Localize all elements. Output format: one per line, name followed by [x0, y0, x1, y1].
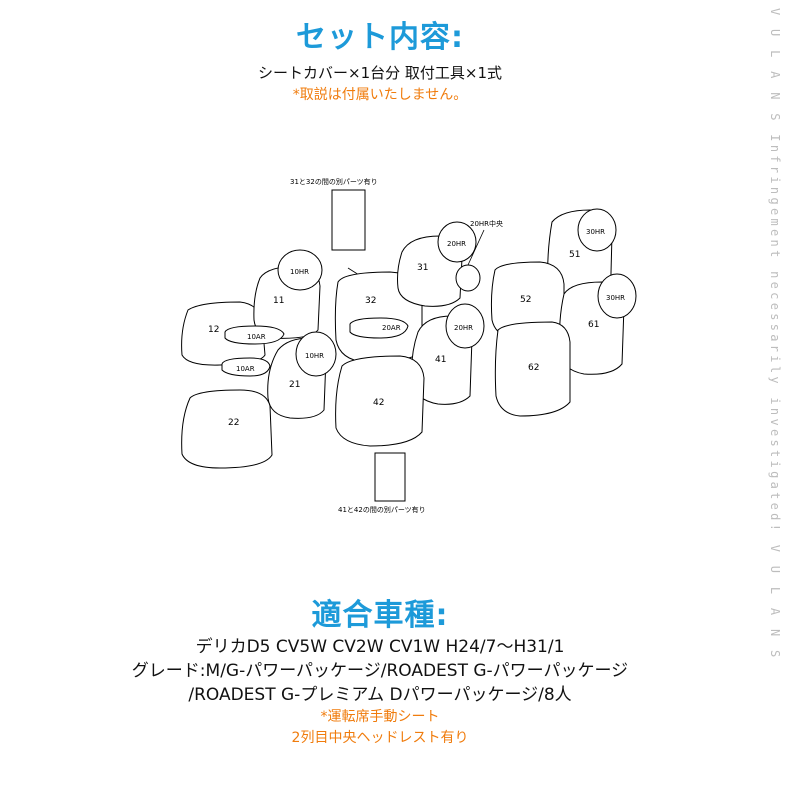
seat-31-label: 31: [417, 263, 428, 273]
headrest-20hr-b: [445, 303, 485, 349]
seat-62: [494, 321, 571, 417]
set-contents-items: シートカバー×1台分 取付工具×1式: [258, 64, 502, 82]
seat-diagram-svg: 31と32の間の別パーツ有り 41と42の間の別パーツ有り 12 11 10HR…: [181, 177, 637, 514]
set-contents-note: *取説は付属いたしません。: [292, 87, 468, 103]
armrest-10ar-b-label: 10AR: [236, 365, 255, 373]
headrest-10hr-b: [295, 331, 337, 377]
compatible-note-2: 2列目中央ヘッドレスト有り: [291, 730, 469, 746]
headrest-30hr-a-label: 30HR: [586, 228, 605, 236]
seat-52-label: 52: [520, 295, 531, 305]
headrest-20hr-center-label: 20HR中央: [470, 219, 503, 228]
seat-22-label: 22: [228, 418, 239, 428]
compatible-note-1: *運転席手動シート: [320, 709, 440, 725]
headrest-10hr-b-label: 10HR: [305, 352, 324, 360]
armrest-10ar-b: [221, 357, 271, 377]
headrest-30hr-a: [577, 208, 617, 252]
compatible-line-3: /ROADEST G-プレミアム Dパワーパッケージ/8人: [188, 685, 572, 705]
seat-51-label: 51: [569, 250, 580, 260]
seat-diagram: 31と32の間の別パーツ有り 41と42の間の別パーツ有り 12 11 10HR…: [160, 170, 660, 520]
headrest-10hr-a: [277, 249, 323, 291]
headrest-30hr-b-label: 30HR: [606, 294, 625, 302]
watermark-text: V U L A N S Infringement necessarily inv…: [768, 8, 782, 661]
seat-21-label: 21: [289, 380, 300, 390]
separate-part-41-42: [374, 452, 406, 502]
seat-42: [335, 355, 425, 447]
compatible-line-2: グレード:M/G-パワーパッケージ/ROADEST G-パワーパッケージ: [131, 661, 629, 681]
seat-62-label: 62: [528, 363, 539, 373]
seat-11-label: 11: [273, 296, 284, 306]
note-31-32: 31と32の間の別パーツ有り: [290, 177, 378, 186]
armrest-20ar: [349, 317, 409, 339]
headrest-10hr-a-label: 10HR: [290, 268, 309, 276]
seat-41-label: 41: [435, 355, 446, 365]
separate-part-31-32: [331, 189, 366, 251]
compatible-title: 適合車種:: [311, 598, 449, 633]
armrest-20ar-label: 20AR: [382, 324, 401, 332]
headrest-20hr-center: [455, 264, 481, 292]
seat-22: [181, 389, 273, 469]
note-41-42: 41と42の間の別パーツ有り: [338, 505, 426, 514]
seat-61-label: 61: [588, 320, 599, 330]
headrest-20hr-b-label: 20HR: [454, 324, 473, 332]
armrest-10ar-a-label: 10AR: [247, 333, 266, 341]
headrest-20hr-a-label: 20HR: [447, 240, 466, 248]
leader-line-20hr-center: [467, 229, 485, 266]
set-contents-title: セット内容:: [296, 20, 464, 55]
seat-42-label: 42: [373, 398, 384, 408]
armrest-10ar-a: [224, 325, 285, 345]
headrest-20hr-a: [437, 221, 477, 263]
compatible-line-1: デリカD5 CV5W CV2W CV1W H24/7〜H31/1: [195, 637, 565, 657]
watermark-band: V U L A N S Infringement necessarily inv…: [764, 0, 800, 800]
seat-12-label: 12: [208, 325, 219, 335]
seat-32-label: 32: [365, 296, 376, 306]
headrest-30hr-b: [597, 273, 637, 319]
